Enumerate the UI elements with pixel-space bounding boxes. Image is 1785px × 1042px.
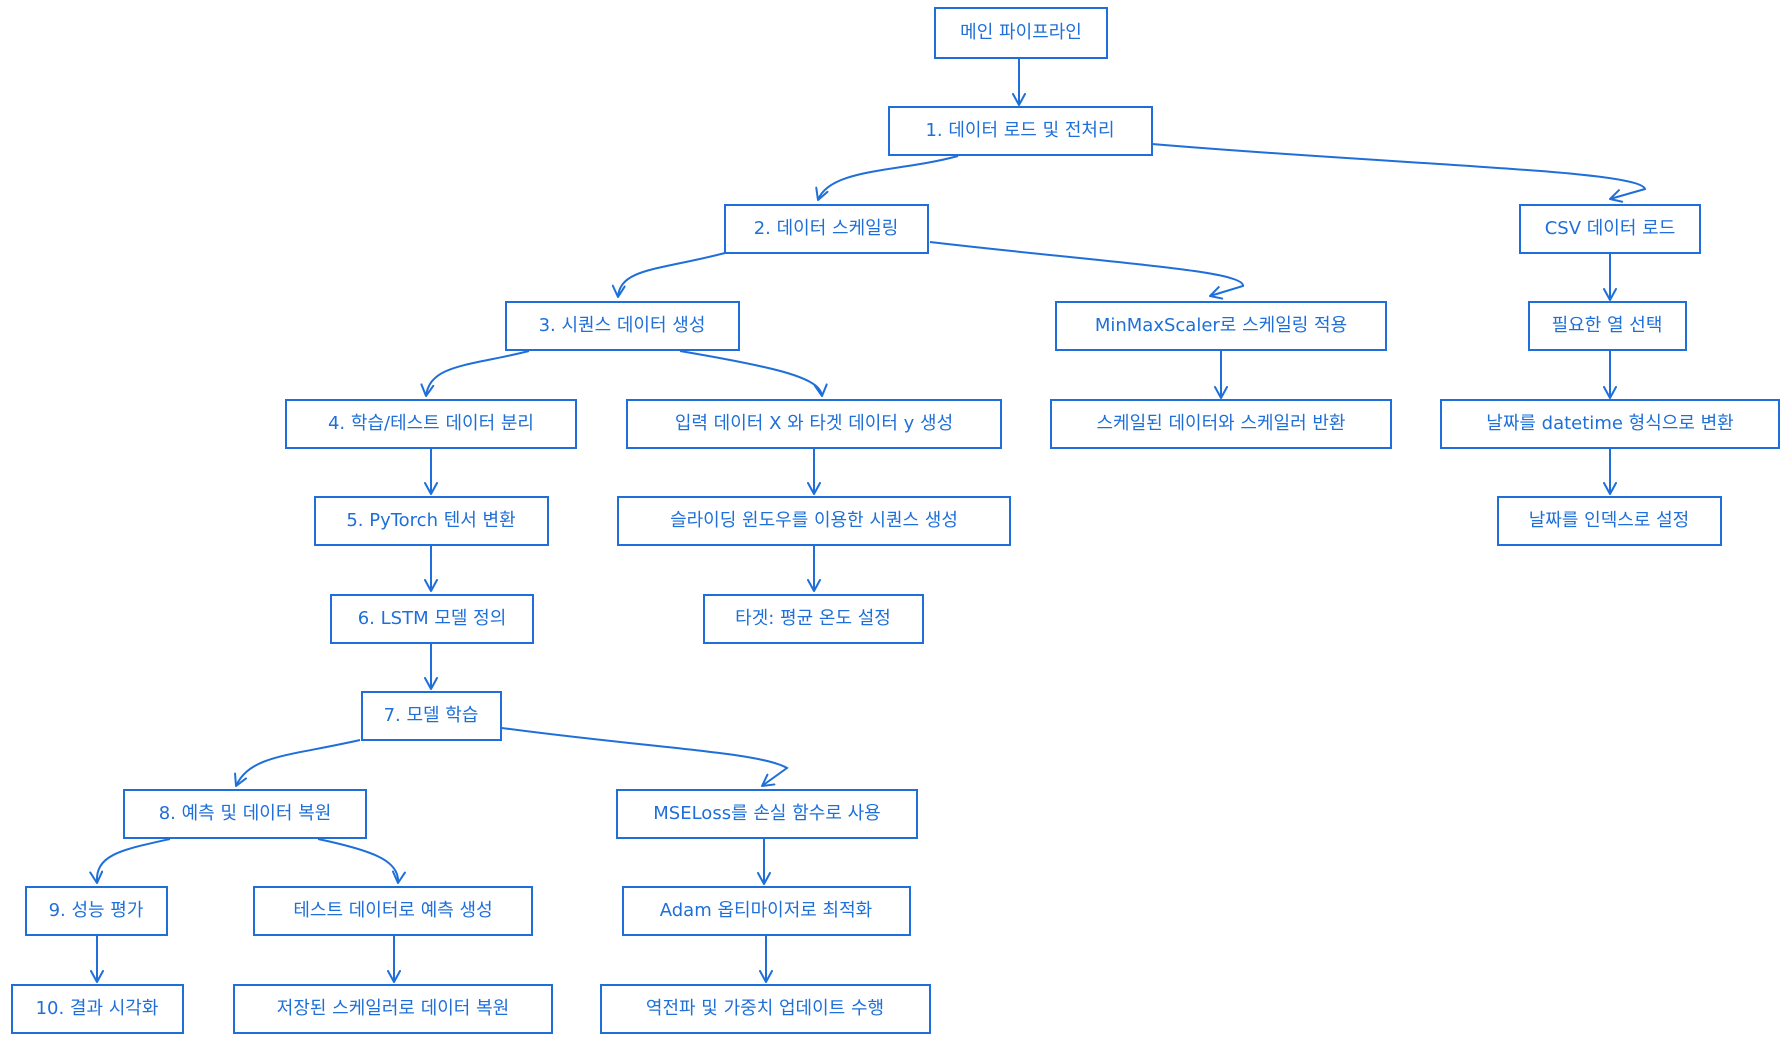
node-adam: Adam 옵티마이저로 최적화 <box>622 886 911 936</box>
node-main: 메인 파이프라인 <box>934 7 1108 59</box>
node-xy-label: 입력 데이터 X 와 타겟 데이터 y 생성 <box>675 413 953 434</box>
edge-step7-mse <box>501 727 789 787</box>
node-step8: 8. 예측 및 데이터 복원 <box>123 789 367 839</box>
edge-step1-step2 <box>815 155 959 201</box>
node-mse-label: MSELoss를 손실 함수로 사용 <box>653 803 880 824</box>
edge-step1-csv <box>1151 143 1647 203</box>
node-step2: 2. 데이터 스케일링 <box>724 204 929 254</box>
node-step7-label: 7. 모델 학습 <box>384 705 479 726</box>
node-sliding: 슬라이딩 윈도우를 이용한 시퀀스 생성 <box>617 496 1011 546</box>
edge-step3-xy <box>679 350 828 397</box>
node-test-pred: 테스트 데이터로 예측 생성 <box>253 886 533 936</box>
node-step5-label: 5. PyTorch 텐서 변환 <box>346 510 515 531</box>
node-step7: 7. 모델 학습 <box>361 691 502 741</box>
node-step6-label: 6. LSTM 모델 정의 <box>358 608 507 629</box>
node-step3-label: 3. 시퀀스 데이터 생성 <box>539 315 706 336</box>
node-step4-label: 4. 학습/테스트 데이터 분리 <box>328 413 534 434</box>
node-datetime: 날짜를 datetime 형식으로 변환 <box>1440 399 1780 449</box>
node-step2-label: 2. 데이터 스케일링 <box>754 218 899 239</box>
edge-step7-step8 <box>234 739 361 787</box>
node-date-index: 날짜를 인덱스로 설정 <box>1497 496 1722 546</box>
node-step10: 10. 결과 시각화 <box>11 984 184 1034</box>
node-target-label: 타겟: 평균 온도 설정 <box>735 608 891 629</box>
node-csv: CSV 데이터 로드 <box>1519 204 1701 254</box>
node-step6: 6. LSTM 모델 정의 <box>330 594 534 644</box>
node-step3: 3. 시퀀스 데이터 생성 <box>505 301 740 351</box>
node-step9: 9. 성능 평가 <box>25 886 168 936</box>
node-main-label: 메인 파이프라인 <box>960 22 1082 43</box>
node-step4: 4. 학습/테스트 데이터 분리 <box>285 399 577 449</box>
node-csv-label: CSV 데이터 로드 <box>1545 218 1676 239</box>
node-sliding-label: 슬라이딩 윈도우를 이용한 시퀀스 생성 <box>670 510 958 531</box>
node-return-scaled: 스케일된 데이터와 스케일러 반환 <box>1050 399 1392 449</box>
node-backprop-label: 역전파 및 가중치 업데이트 수행 <box>646 998 884 1019</box>
node-backprop: 역전파 및 가중치 업데이트 수행 <box>600 984 931 1034</box>
edge-step2-minmax <box>929 241 1244 300</box>
edge-step8-step9 <box>89 838 171 884</box>
edge-step3-step4 <box>420 350 530 397</box>
node-step10-label: 10. 결과 시각화 <box>36 998 159 1019</box>
edges <box>89 58 1647 983</box>
node-restore: 저장된 스케일러로 데이터 복원 <box>233 984 553 1034</box>
node-select-cols: 필요한 열 선택 <box>1528 301 1687 351</box>
node-test-pred-label: 테스트 데이터로 예측 생성 <box>293 900 492 921</box>
edge-step2-step3 <box>611 252 726 298</box>
node-xy: 입력 데이터 X 와 타겟 데이터 y 생성 <box>626 399 1002 449</box>
node-date-index-label: 날짜를 인덱스로 설정 <box>1529 510 1689 531</box>
node-return-scaled-label: 스케일된 데이터와 스케일러 반환 <box>1096 413 1345 434</box>
node-step9-label: 9. 성능 평가 <box>49 900 144 921</box>
node-step5: 5. PyTorch 텐서 변환 <box>314 496 549 546</box>
node-restore-label: 저장된 스케일러로 데이터 복원 <box>277 998 509 1019</box>
node-step8-label: 8. 예측 및 데이터 복원 <box>159 803 332 824</box>
node-select-cols-label: 필요한 열 선택 <box>1552 315 1663 336</box>
node-datetime-label: 날짜를 datetime 형식으로 변환 <box>1486 413 1733 434</box>
node-mse: MSELoss를 손실 함수로 사용 <box>616 789 918 839</box>
node-minmax: MinMaxScaler로 스케일링 적용 <box>1055 301 1387 351</box>
node-step1-label: 1. 데이터 로드 및 전처리 <box>925 120 1114 141</box>
node-step1: 1. 데이터 로드 및 전처리 <box>888 106 1153 156</box>
node-minmax-label: MinMaxScaler로 스케일링 적용 <box>1095 315 1347 336</box>
node-adam-label: Adam 옵티마이저로 최적화 <box>660 900 872 921</box>
node-target: 타겟: 평균 온도 설정 <box>703 594 924 644</box>
edge-step8-testpred <box>317 838 406 884</box>
